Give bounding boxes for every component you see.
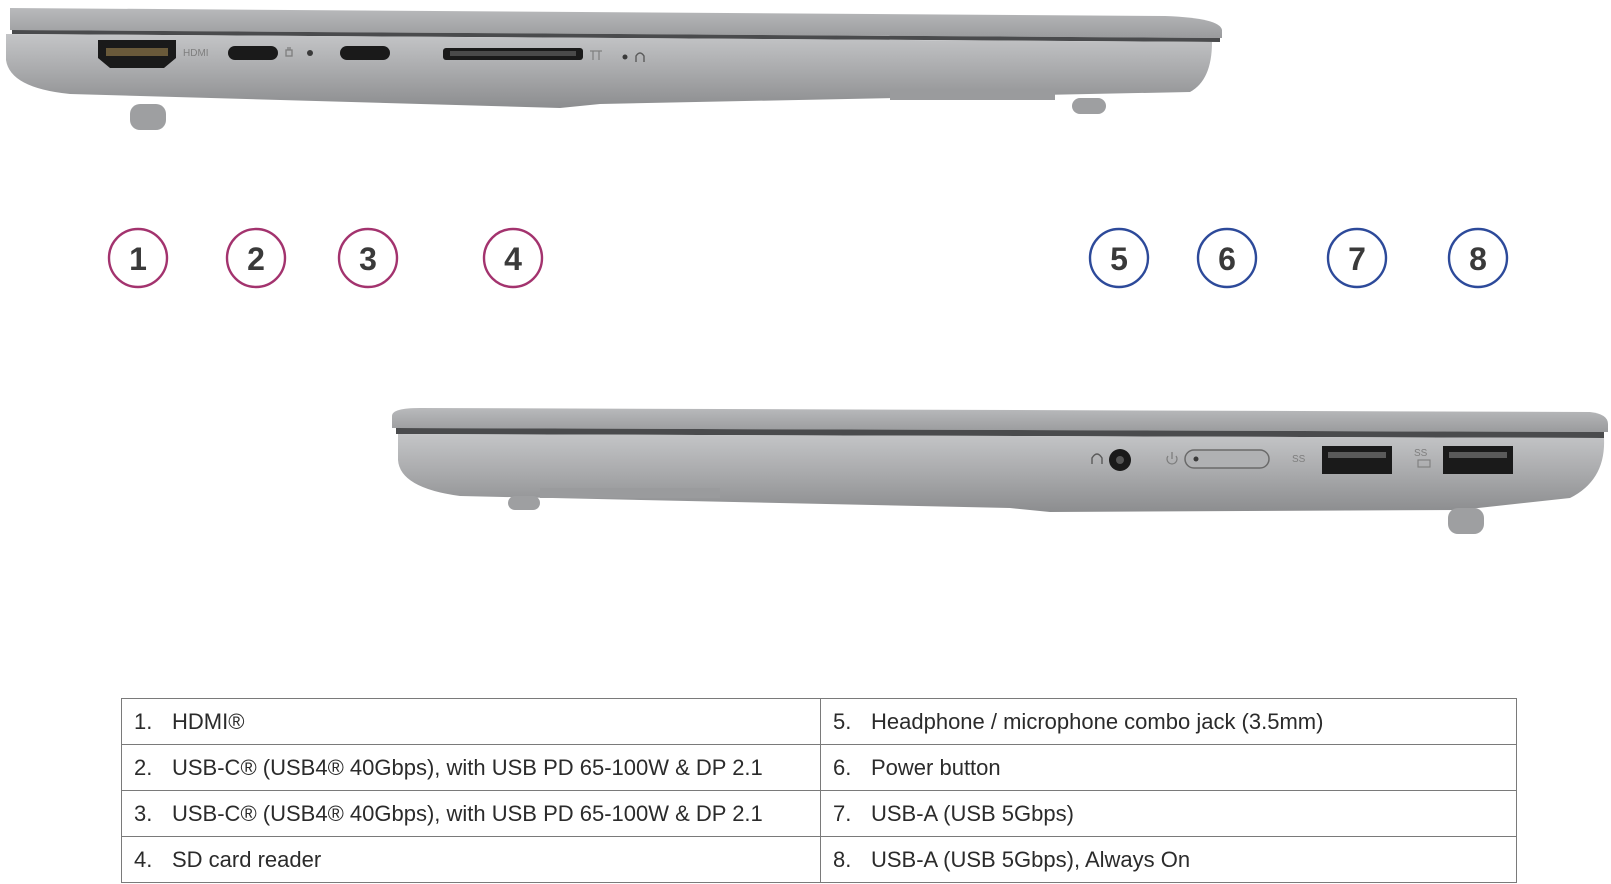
- power-icon: [1166, 452, 1178, 465]
- callout-8: 8: [1447, 227, 1509, 289]
- right-vent: [540, 488, 720, 498]
- legend-number: 7.: [833, 800, 852, 826]
- legend-cell-6: 6. Power button: [820, 744, 1517, 791]
- usb-ss-mark-2: SS: [1414, 448, 1428, 459]
- table-row: 3. USB-C® (USB4® 40Gbps), with USB PD 65-…: [121, 790, 1517, 837]
- legend-cell-1: 1. HDMI®: [121, 698, 821, 745]
- callout-1: 1: [107, 227, 169, 289]
- callout-4: 4: [482, 227, 544, 289]
- right-lid-seam: [396, 428, 1604, 438]
- right-base: [398, 434, 1605, 512]
- legend-cell-5: 5. Headphone / microphone combo jack (3.5…: [820, 698, 1517, 745]
- right-side-view: SS SS: [392, 408, 1608, 534]
- svg-text:1: 1: [129, 241, 147, 277]
- callout-7: 7: [1326, 227, 1388, 289]
- usb-c-port-2[interactable]: [340, 46, 390, 60]
- legend-number: 2.: [134, 754, 153, 780]
- svg-text:4: 4: [504, 241, 522, 277]
- usb-c-port-1[interactable]: [228, 46, 278, 60]
- laptop-ports-diagram: HDMI 1 2: [6, 8, 1608, 534]
- legend-text: SD card reader: [172, 846, 322, 872]
- callout-3: 3: [337, 227, 399, 289]
- left-side-view: HDMI: [6, 8, 1222, 130]
- charge-icon: [285, 47, 293, 57]
- table-row: 4. SD card reader 8. USB-A (USB 5Gbps), Al…: [121, 836, 1517, 883]
- legend-number: 3.: [134, 800, 153, 826]
- right-lid: [392, 408, 1608, 432]
- svg-text:5: 5: [1110, 241, 1128, 277]
- legend-text: USB-A (USB 5Gbps): [871, 800, 1074, 826]
- table-row: 2. USB-C® (USB4® 40Gbps), with USB PD 65-…: [121, 744, 1517, 791]
- svg-text:8: 8: [1469, 241, 1487, 277]
- left-lid: [10, 8, 1222, 38]
- left-foot-front: [130, 104, 166, 130]
- usb-ss-mark-1: SS: [1292, 454, 1306, 465]
- legend-cell-3: 3. USB-C® (USB4® 40Gbps), with USB PD 65-…: [121, 790, 821, 837]
- legend-cell-7: 7. USB-A (USB 5Gbps): [820, 790, 1517, 837]
- left-callout-lines: [136, 60, 513, 229]
- svg-text:3: 3: [359, 241, 377, 277]
- svg-text:7: 7: [1348, 241, 1366, 277]
- legend-cell-8: 8. USB-A (USB 5Gbps), Always On: [820, 836, 1517, 883]
- legend-number: 8.: [833, 846, 852, 872]
- hdmi-label: HDMI: [183, 48, 209, 59]
- left-foot-back: [1072, 98, 1106, 114]
- legend-number: 4.: [134, 846, 153, 872]
- legend-number: 1.: [134, 708, 153, 734]
- table-row: 1. HDMI® 5. Headphone / microphone combo j…: [121, 698, 1517, 745]
- legend-text: HDMI®: [172, 708, 245, 734]
- power-led: [1193, 456, 1199, 462]
- right-callout-lines: [1118, 287, 1479, 455]
- ports-legend-table: 1. HDMI® 5. Headphone / microphone combo j…: [121, 698, 1517, 883]
- legend-number: 5.: [833, 708, 852, 734]
- callout-6: 6: [1196, 227, 1258, 289]
- svg-text:2: 2: [247, 241, 265, 277]
- sd-card-icon: [590, 50, 602, 60]
- sd-led: [622, 54, 628, 60]
- charge-led: [307, 50, 313, 56]
- headphone-icon: [1091, 453, 1103, 464]
- legend-text: USB-C® (USB4® 40Gbps), with USB PD 65-10…: [172, 800, 763, 826]
- legend-text: USB-C® (USB4® 40Gbps), with USB PD 65-10…: [172, 754, 763, 780]
- headset-mark-icon: [635, 52, 645, 62]
- legend-cell-2: 2. USB-C® (USB4® 40Gbps), with USB PD 65-…: [121, 744, 821, 791]
- left-lid-seam: [12, 30, 1220, 42]
- legend-text: Headphone / microphone combo jack (3.5mm…: [871, 708, 1324, 734]
- right-foot-back: [508, 496, 540, 510]
- legend-text: USB-A (USB 5Gbps), Always On: [871, 846, 1191, 872]
- callout-2: 2: [225, 227, 287, 289]
- legend-text: Power button: [871, 754, 1001, 780]
- left-vent: [890, 90, 1055, 100]
- callout-5: 5: [1088, 227, 1150, 289]
- right-foot-front: [1448, 508, 1484, 534]
- svg-text:6: 6: [1218, 241, 1236, 277]
- always-on-icon: [1417, 459, 1431, 468]
- usb-a-port-2[interactable]: [1443, 446, 1513, 474]
- legend-number: 6.: [833, 754, 852, 780]
- usb-a-port-1[interactable]: [1322, 446, 1392, 474]
- legend-cell-4: 4. SD card reader: [121, 836, 821, 883]
